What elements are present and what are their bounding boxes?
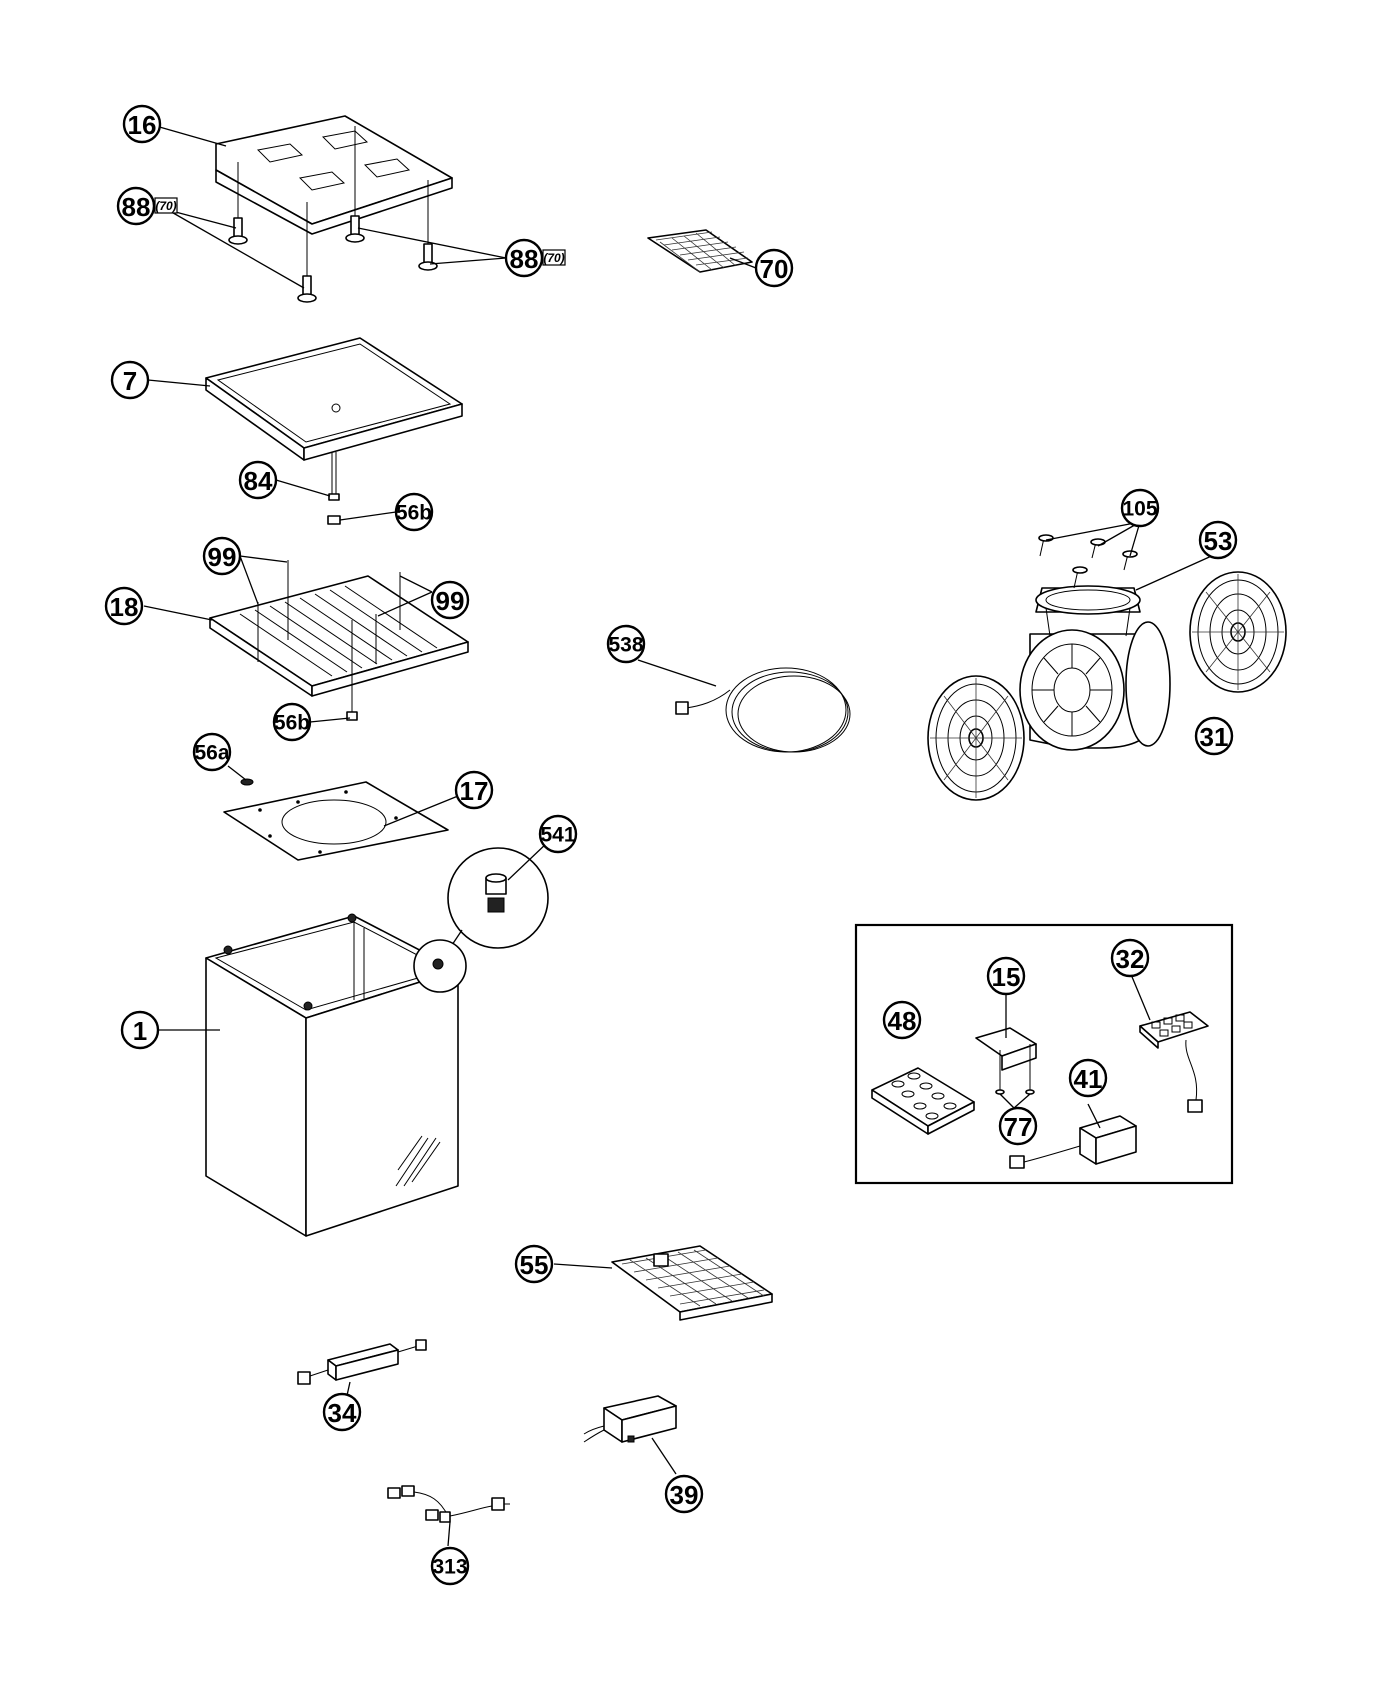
svg-text:88: 88 [510, 244, 539, 274]
callout-84: 84 [238, 460, 278, 500]
svg-text:56b: 56b [274, 712, 310, 735]
callout-313: 313 [430, 1546, 470, 1586]
callout-31: 31 [1194, 716, 1234, 756]
svg-text:99: 99 [208, 542, 237, 572]
svg-text:88: 88 [122, 192, 151, 222]
svg-text:56a: 56a [194, 742, 229, 765]
svg-text:7: 7 [123, 366, 137, 396]
svg-text:77: 77 [1004, 1112, 1033, 1142]
svg-text:39: 39 [670, 1480, 699, 1510]
svg-text:99: 99 [436, 586, 465, 616]
callout-32: 32 [1110, 938, 1150, 978]
svg-text:16: 16 [128, 110, 157, 140]
callout-56b-bottom: 56b [272, 702, 312, 742]
part-16-top-plate [215, 115, 453, 303]
callout-88-left: 88 (70) [116, 186, 178, 226]
callout-7: 7 [110, 360, 150, 400]
callout-15: 15 [986, 956, 1026, 996]
svg-text:31: 31 [1200, 722, 1229, 752]
callout-99-left: 99 [202, 536, 242, 576]
callout-1: 1 [120, 1010, 160, 1050]
svg-text:(70): (70) [155, 199, 176, 213]
svg-text:15: 15 [992, 962, 1021, 992]
callout-55: 55 [514, 1244, 554, 1284]
callout-41: 41 [1068, 1058, 1108, 1098]
callout-18: 18 [104, 586, 144, 626]
part-7-tray [205, 337, 463, 525]
part-56a-nut [240, 778, 254, 786]
callout-70: 70 [754, 248, 794, 288]
leader-lines [143, 125, 1217, 1547]
callout-39: 39 [664, 1474, 704, 1514]
part-31-blower [1019, 585, 1171, 751]
part-541-detail [447, 847, 549, 949]
svg-text:41: 41 [1074, 1064, 1103, 1094]
svg-text:70: 70 [760, 254, 789, 284]
callout-34: 34 [322, 1392, 362, 1432]
part-1-cabinet [205, 913, 467, 1237]
part-53-screen-right [1189, 571, 1287, 693]
svg-text:17: 17 [460, 776, 489, 806]
part-39-junction-box [583, 1395, 677, 1443]
callout-99-right: 99 [430, 580, 470, 620]
part-34-ballast [297, 1339, 427, 1385]
svg-text:84: 84 [244, 466, 273, 496]
part-18-grease-tray [209, 560, 469, 721]
callout-538: 538 [606, 624, 646, 664]
callout-88-right: 88 (70) [504, 238, 566, 278]
part-48-button-pad [871, 1067, 975, 1135]
svg-text:48: 48 [888, 1006, 917, 1036]
svg-text:313: 313 [432, 1556, 467, 1579]
part-70-filter [647, 229, 753, 273]
part-313-harness [387, 1485, 510, 1523]
svg-text:32: 32 [1116, 944, 1145, 974]
part-41-transformer [1009, 1115, 1137, 1169]
svg-text:53: 53 [1204, 526, 1233, 556]
part-15-bracket [975, 1027, 1037, 1095]
part-32-control-panel [1139, 1011, 1209, 1113]
svg-text:18: 18 [110, 592, 139, 622]
svg-text:34: 34 [328, 1398, 357, 1428]
callout-56b-top: 56b [394, 492, 434, 532]
callout-105: 105 [1120, 488, 1160, 528]
svg-text:56b: 56b [396, 502, 432, 525]
part-538-cable [675, 667, 851, 753]
svg-text:538: 538 [608, 634, 643, 657]
svg-text:1: 1 [133, 1016, 147, 1046]
callout-17: 17 [454, 770, 494, 810]
part-55-charcoal-filter [611, 1245, 773, 1321]
callout-541: 541 [538, 814, 578, 854]
callout-48: 48 [882, 1000, 922, 1040]
part-105-screws [1038, 534, 1138, 589]
controls-group-frame [854, 923, 1234, 1185]
callout-77: 77 [998, 1106, 1038, 1146]
part-17-mounting-plate [223, 781, 449, 861]
callout-53: 53 [1198, 520, 1238, 560]
part-53-screen-left [927, 675, 1025, 801]
callout-16: 16 [122, 104, 162, 144]
svg-text:(70): (70) [543, 251, 564, 265]
svg-text:105: 105 [1122, 498, 1157, 521]
callout-56a: 56a [192, 732, 232, 772]
svg-text:55: 55 [520, 1250, 549, 1280]
svg-text:541: 541 [540, 824, 575, 847]
